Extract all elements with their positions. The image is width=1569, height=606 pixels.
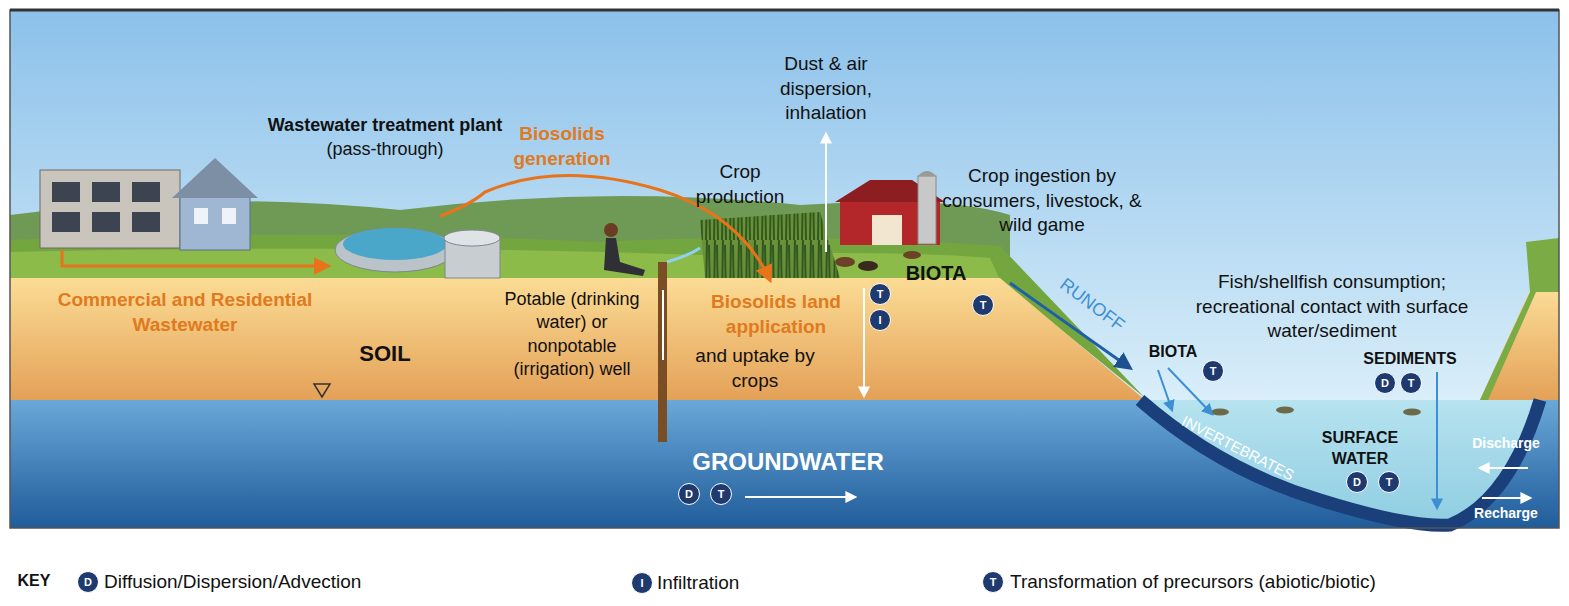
process-note: and uptake by crops <box>690 344 820 393</box>
legend-title: KEY <box>9 571 59 592</box>
process-badge: D <box>1374 372 1396 394</box>
badge-letter: T <box>869 283 891 305</box>
source-label: Commercial and Residential Wastewater <box>40 288 330 337</box>
badge-letter: T <box>982 571 1004 593</box>
process-badge: T <box>710 483 732 505</box>
process-badge: T <box>982 571 1004 593</box>
medium-label: SOIL <box>340 340 430 369</box>
process-badge: T <box>1202 360 1224 382</box>
badge-letter: D <box>77 571 99 593</box>
process-badge: T <box>972 294 994 316</box>
legend-text: Transformation of precursors (abiotic/bi… <box>1010 571 1376 593</box>
medium-label: SURFACE WATER <box>1300 428 1420 470</box>
process-badge: D <box>77 571 99 593</box>
facility-label: Wastewater treatment plant <box>265 114 505 137</box>
badge-letter: T <box>710 483 732 505</box>
process-badge: D <box>1346 471 1368 493</box>
process-badge: T <box>1400 372 1422 394</box>
pathway-label: Fish/shellfish consumption; recreational… <box>1182 270 1482 344</box>
process-badge: D <box>678 483 700 505</box>
badge-letter: I <box>869 309 891 331</box>
process-badge: T <box>1378 471 1400 493</box>
legend-text: Diffusion/Dispersion/Advection <box>104 571 361 593</box>
medium-label: BIOTA <box>896 260 976 286</box>
process-label: Biosolids land application <box>696 290 856 339</box>
badge-letter: T <box>1378 471 1400 493</box>
badge-letter: D <box>678 483 700 505</box>
medium-label: GROUNDWATER <box>678 446 898 477</box>
badge-letter: T <box>972 294 994 316</box>
pathway-label: Crop production <box>680 160 800 209</box>
medium-label: SEDIMENTS <box>1355 349 1465 370</box>
badge-letter: D <box>1374 372 1396 394</box>
process-label: Biosolids generation <box>497 122 627 171</box>
well-label: Potable (drinking water) or nonpotable (… <box>492 288 652 382</box>
flow-label: Recharge <box>1461 504 1551 522</box>
flow-label: Discharge <box>1461 434 1551 452</box>
medium-label: BIOTA <box>1138 342 1208 363</box>
legend-text: Infiltration <box>657 572 739 594</box>
pathway-label: Dust & air dispersion, inhalation <box>751 52 901 126</box>
badge-letter: D <box>1346 471 1368 493</box>
badge-letter: I <box>631 572 653 594</box>
pathway-label: Crop ingestion by consumers, livestock, … <box>942 164 1142 238</box>
process-badge: I <box>869 309 891 331</box>
badge-letter: T <box>1400 372 1422 394</box>
process-badge: I <box>631 572 653 594</box>
facility-note: (pass-through) <box>285 138 485 161</box>
badge-letter: T <box>1202 360 1224 382</box>
process-badge: T <box>869 283 891 305</box>
